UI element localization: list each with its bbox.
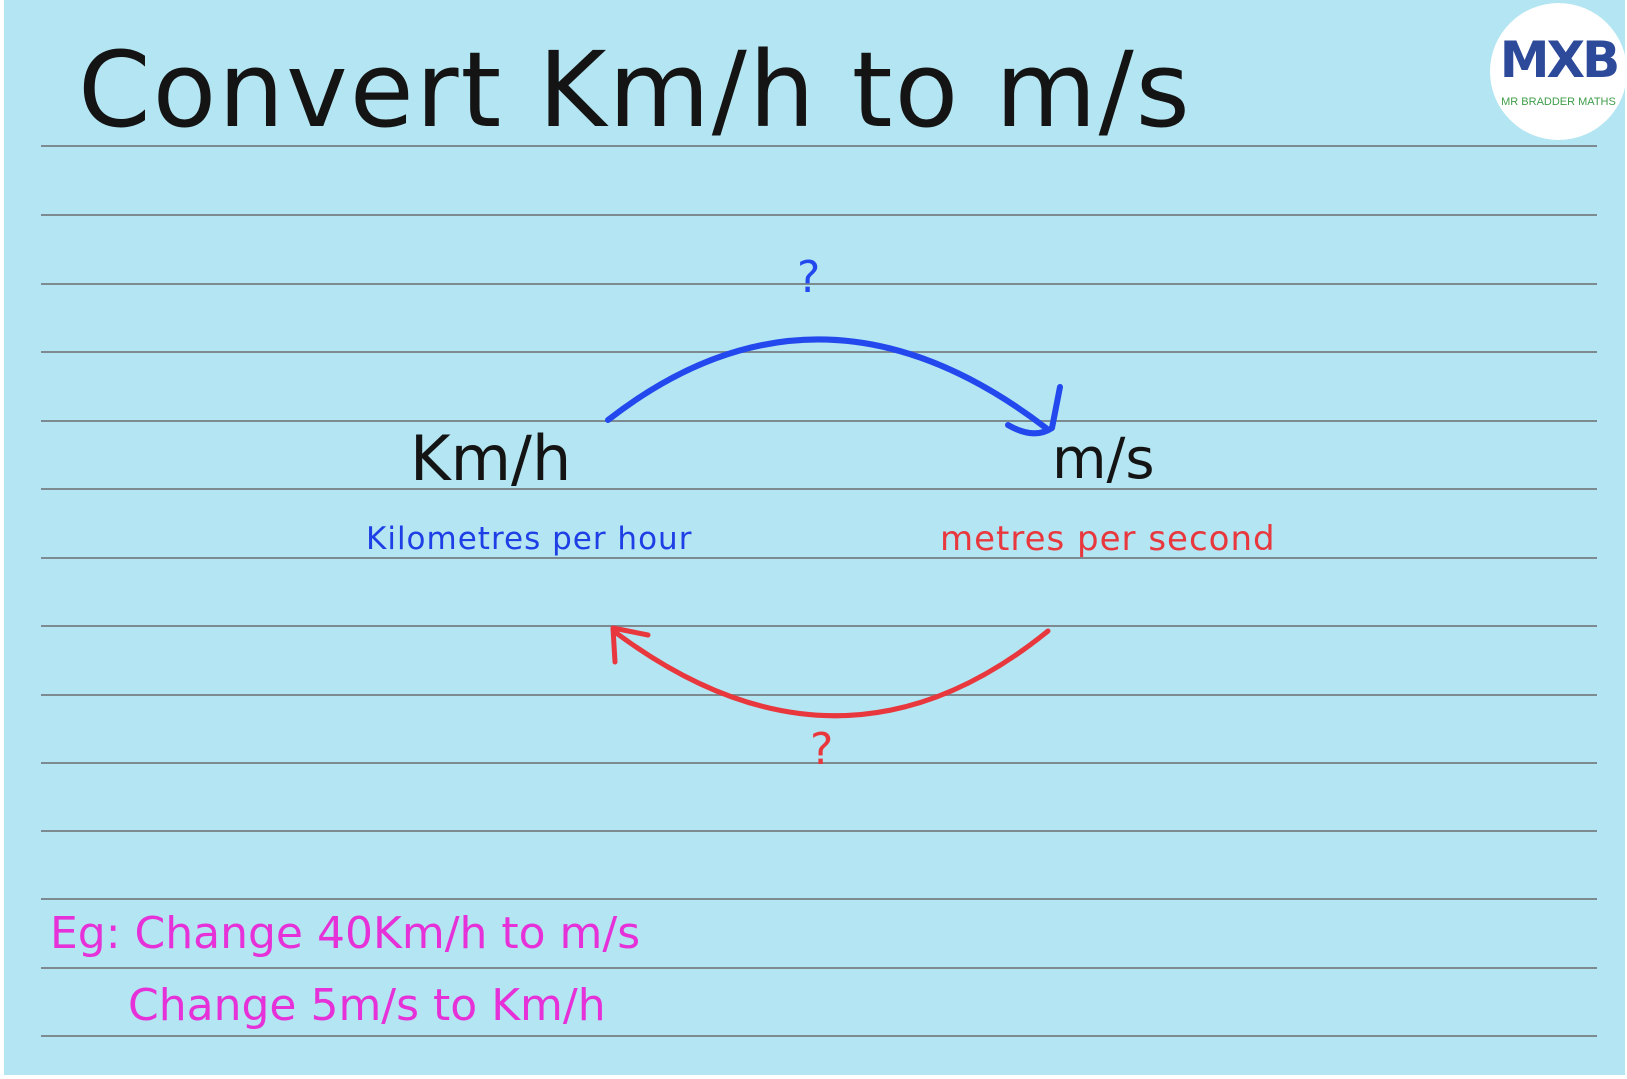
ruled-line (41, 351, 1597, 353)
top-arrow-head (1005, 384, 1063, 437)
ruled-line (41, 557, 1597, 559)
page-title: Convert Km/h to m/s (78, 29, 1192, 151)
unit-kmh-description: Kilometres per hour (366, 521, 693, 557)
ruled-line (41, 625, 1597, 627)
ruled-line (41, 420, 1597, 422)
top-arrow (605, 336, 1063, 437)
unit-ms-description: metres per second (940, 519, 1276, 559)
bottom-arrow-head (610, 625, 651, 665)
example-line-1: Eg: Change 40Km/h to m/s (50, 908, 641, 959)
top-question-mark: ? (797, 252, 821, 303)
brand-logo: MXB MR BRADDER MATHS (1490, 3, 1627, 140)
ruled-line (41, 145, 1597, 147)
ruled-line (41, 762, 1597, 764)
bottom-question-mark: ? (810, 724, 834, 775)
unit-kmh: Km/h (410, 422, 572, 495)
bottom-arrow (610, 625, 1051, 719)
ruled-line (41, 898, 1597, 900)
lined-paper (4, 0, 1625, 1075)
logo-mark: MXB (1499, 31, 1620, 89)
bottom-arrow-curve (612, 628, 1051, 719)
logo-text: MR BRADDER MATHS (1501, 96, 1616, 108)
ruled-line (41, 283, 1597, 285)
ruled-line (41, 488, 1597, 490)
example-line-2: Change 5m/s to Km/h (128, 980, 606, 1031)
ruled-line (41, 694, 1597, 696)
unit-ms: m/s (1052, 427, 1155, 492)
ruled-line (41, 214, 1597, 216)
ruled-line (41, 1035, 1597, 1037)
top-arrow-curve (605, 336, 1049, 431)
ruled-line (41, 967, 1597, 969)
ruled-line (41, 830, 1597, 832)
